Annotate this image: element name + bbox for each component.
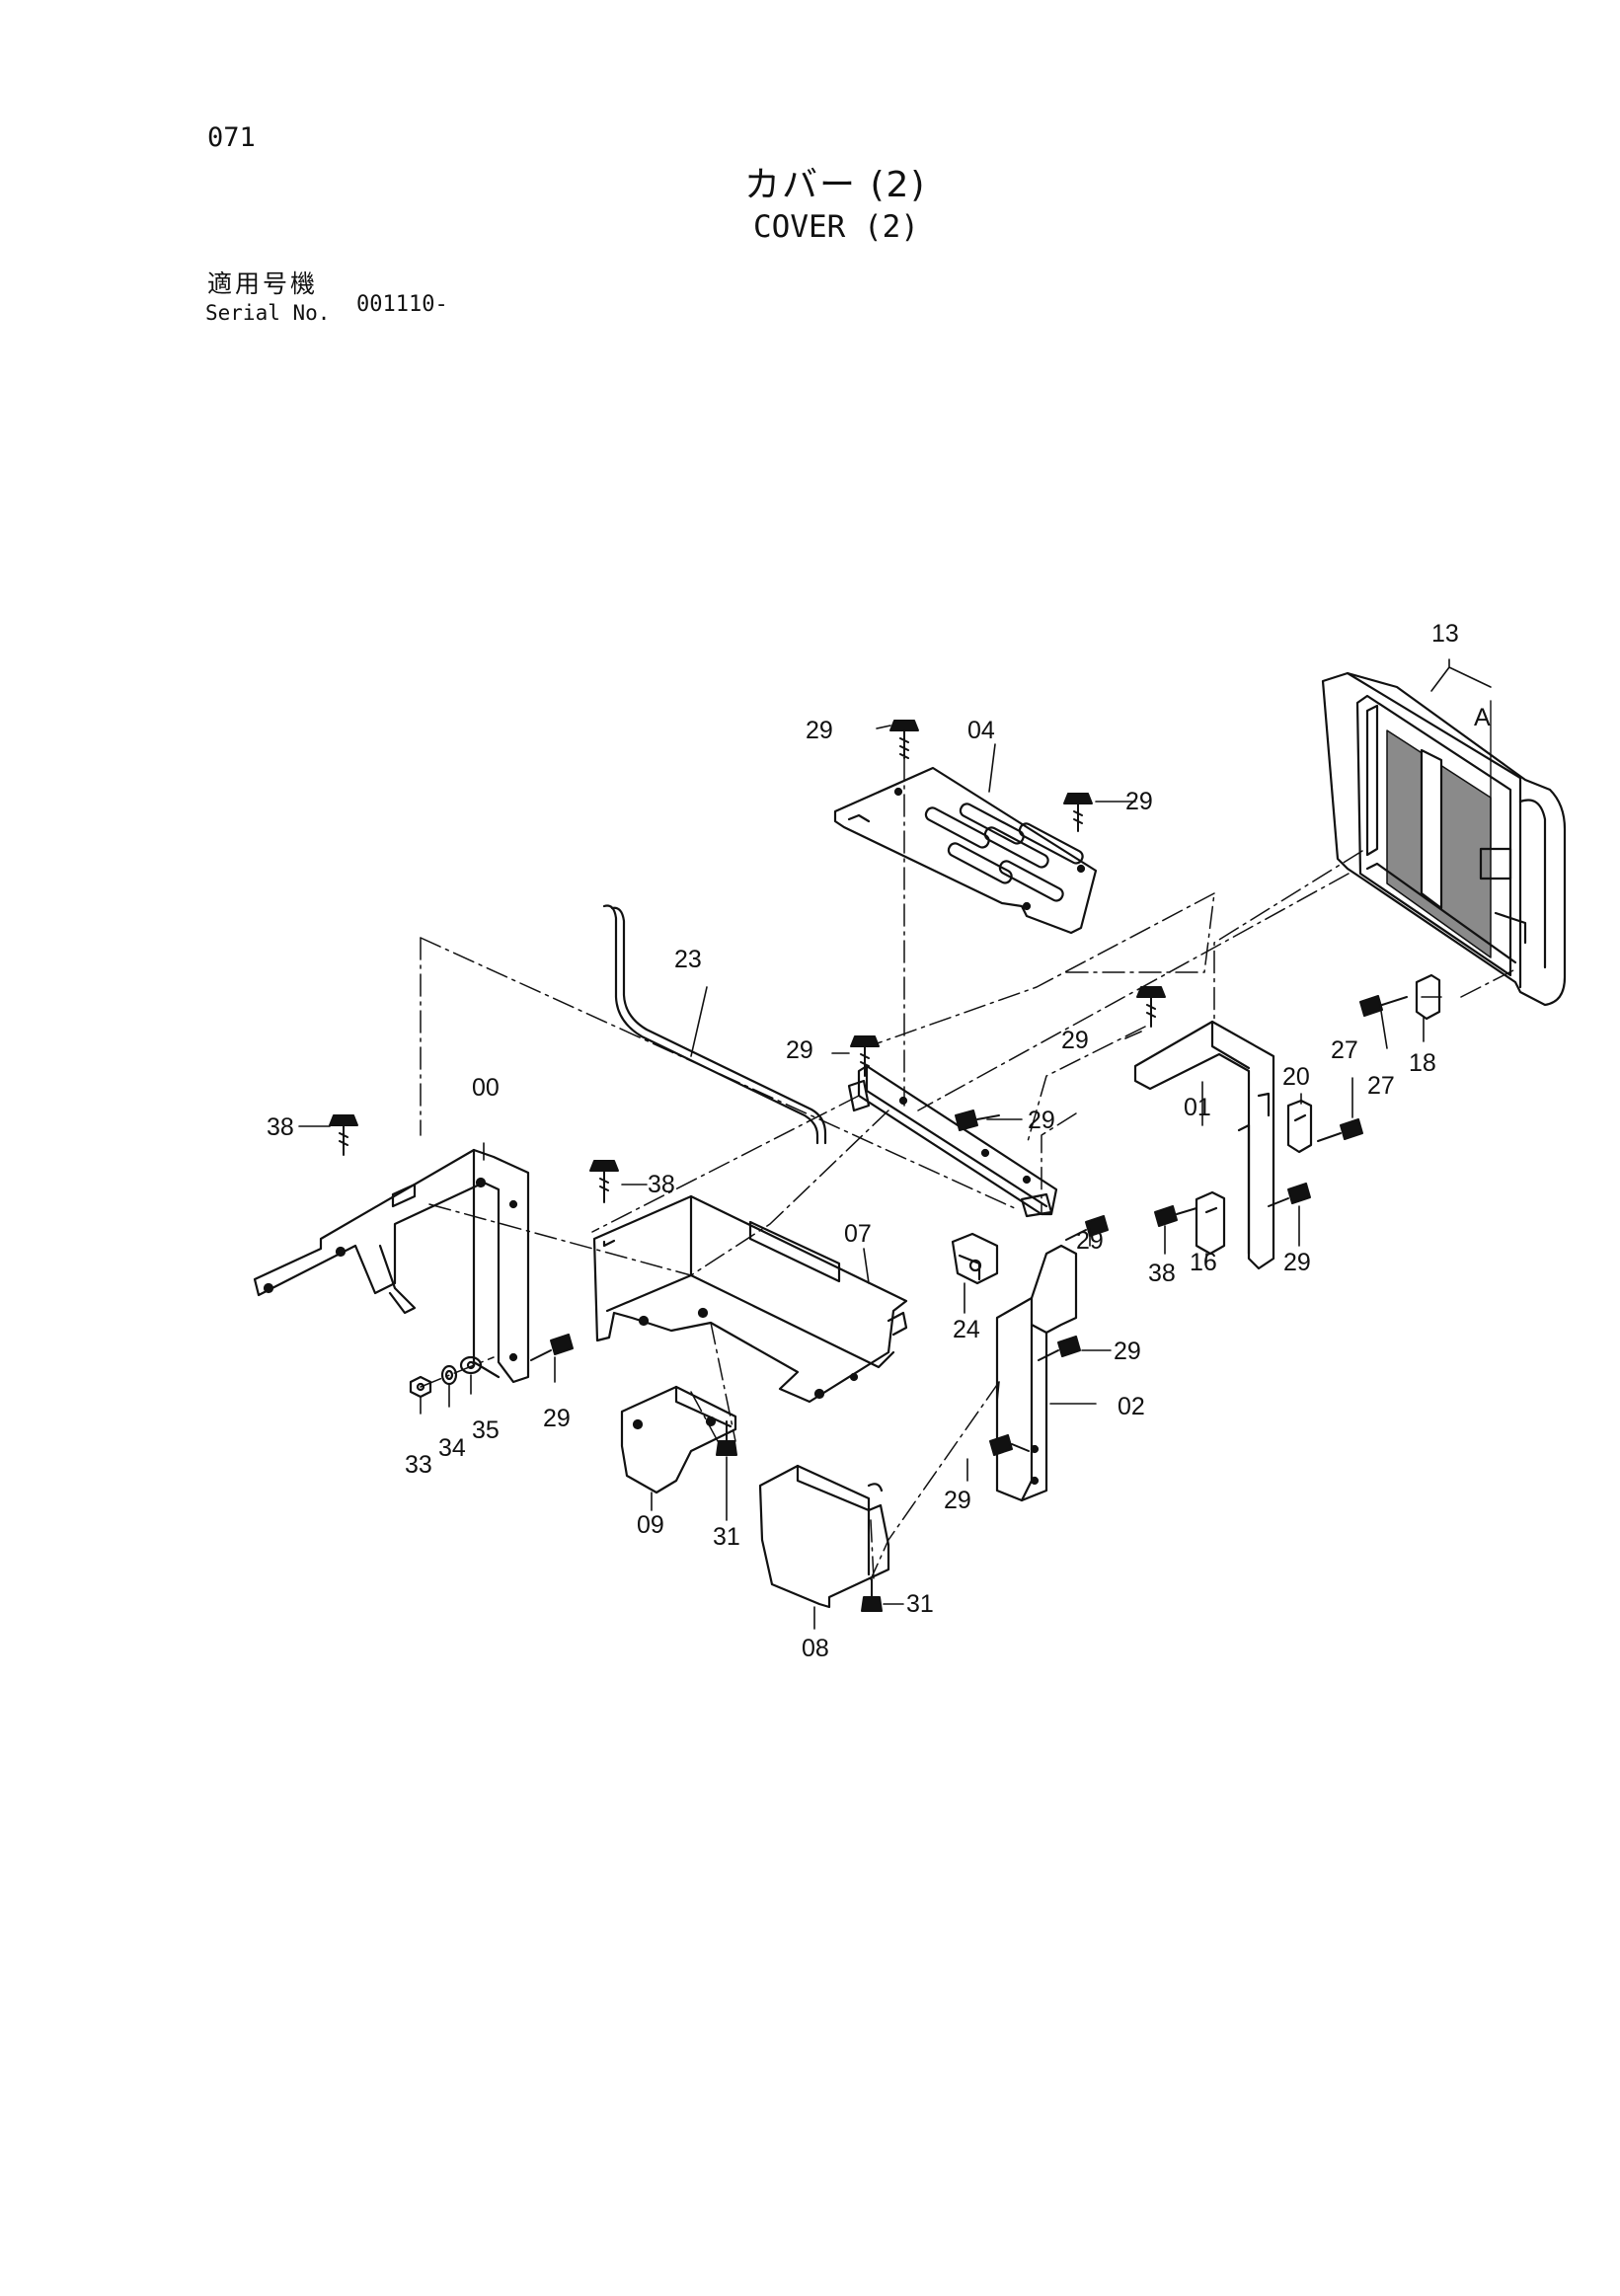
callout-07: 07 [844,1220,872,1248]
part-16-bracket [1195,1190,1226,1256]
callout-08: 08 [802,1635,829,1662]
callout-01: 01 [1184,1094,1211,1121]
serial-label-english: Serial No. [205,301,331,325]
callout-27: 27 [1367,1072,1395,1100]
part-02-vertical-bracket [995,1244,1078,1502]
callout-33: 33 [405,1451,432,1479]
part-08-guard [758,1464,890,1609]
callout-16: 16 [1190,1249,1217,1276]
part-04-top-plate [833,766,1098,935]
callout-35: 35 [472,1416,500,1444]
part-24-hinge [951,1232,999,1285]
callout-38: 38 [1148,1260,1176,1287]
callout-34: 34 [438,1434,466,1462]
bolts [329,720,1408,1612]
leader-lines [298,725,1425,1630]
callout-02: 02 [1118,1393,1145,1420]
callout-A: A [1474,704,1491,731]
callout-38: 38 [648,1171,675,1198]
callout-labels: 13 A 29 04 29 23 29 29 01 20 27 27 18 38… [267,620,1491,1662]
callout-29: 29 [1283,1249,1311,1276]
callout-29: 29 [806,717,833,744]
title-japanese: カバー (2) [744,165,927,205]
callout-29: 29 [786,1036,813,1064]
page-number: 071 [207,122,256,153]
callout-31: 31 [906,1590,934,1618]
callout-29: 29 [1028,1107,1055,1134]
callout-29: 29 [1061,1027,1089,1054]
callout-29: 29 [944,1487,971,1514]
part-13-cover-panel [1321,671,1567,1007]
callout-04: 04 [967,717,995,744]
callout-09: 09 [637,1511,664,1539]
callout-13: 13 [1431,620,1459,648]
callout-29: 29 [1125,788,1153,815]
callout-29: 29 [543,1405,571,1432]
part-07-tray [592,1194,908,1404]
part-18-clip [1415,973,1441,1021]
callout-23: 23 [674,946,702,973]
callout-27: 27 [1331,1036,1358,1064]
part-01-right-bracket [1133,1020,1275,1270]
callout-31: 31 [713,1523,740,1551]
callout-29: 29 [1076,1227,1104,1255]
assembly-lines [420,757,1516,1580]
serial-label-japanese: 適用号機 [207,269,319,298]
part-33-nut [409,1375,432,1399]
part-09-bracket [620,1385,737,1494]
callout-24: 24 [953,1316,980,1343]
callout-29: 29 [1114,1338,1141,1365]
callout-00: 00 [472,1074,500,1102]
center-beam [847,1064,1058,1218]
callout-20: 20 [1282,1063,1310,1091]
callout-18: 18 [1409,1049,1436,1077]
callout-38: 38 [267,1113,294,1141]
part-00-left-bracket [253,1148,530,1384]
title-english: COVER (2) [753,209,919,245]
part-20-bracket [1286,1099,1313,1154]
serial-number-value: 001110- [356,292,448,317]
